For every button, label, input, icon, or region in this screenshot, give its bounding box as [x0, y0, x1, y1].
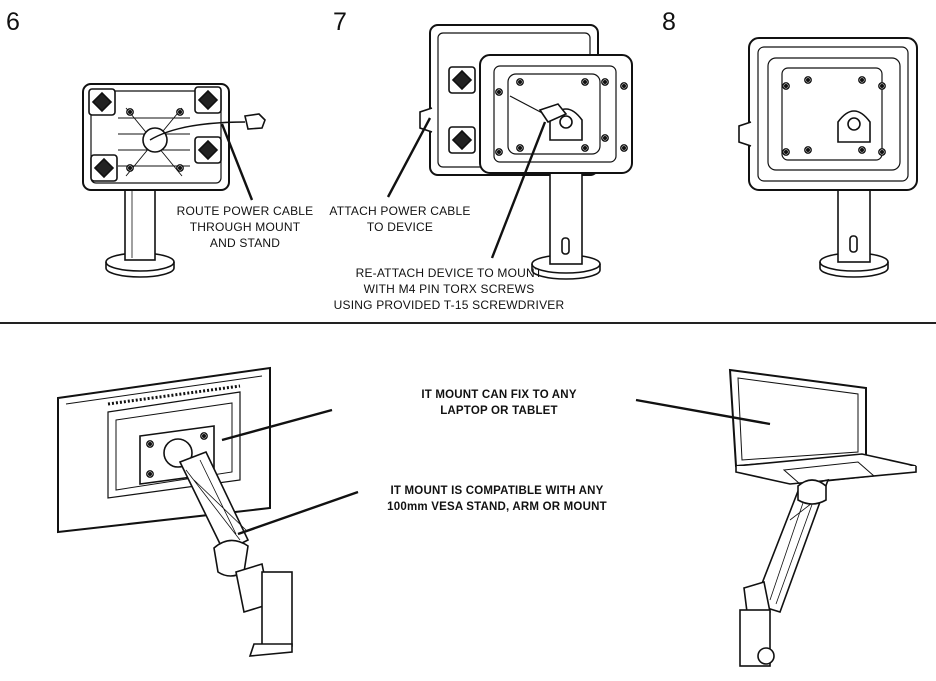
step-8-number: 8 — [662, 8, 676, 36]
section-divider — [0, 322, 936, 324]
monitor-arm-illustration — [57, 366, 359, 657]
step-7-screws-caption: RE-ATTACH DEVICE TO MOUNT WITH M4 PIN TO… — [333, 266, 565, 312]
laptop-callout: IT MOUNT CAN FIX TO ANY LAPTOP OR TABLET — [421, 389, 577, 417]
step-8-illustration — [738, 37, 918, 278]
vesa-callout: IT MOUNT IS COMPATIBLE WITH ANY 100mm VE… — [387, 485, 607, 513]
step-6-caption: ROUTE POWER CABLE THROUGH MOUNT AND STAN… — [176, 204, 314, 250]
step-6-number: 6 — [6, 8, 20, 36]
step-6-illustration — [82, 83, 266, 278]
step-7-number: 7 — [333, 8, 347, 36]
laptop-arm-illustration — [635, 368, 917, 667]
step-7-cable-caption: ATTACH POWER CABLE TO DEVICE — [329, 204, 471, 234]
step-7-illustration — [386, 24, 633, 280]
